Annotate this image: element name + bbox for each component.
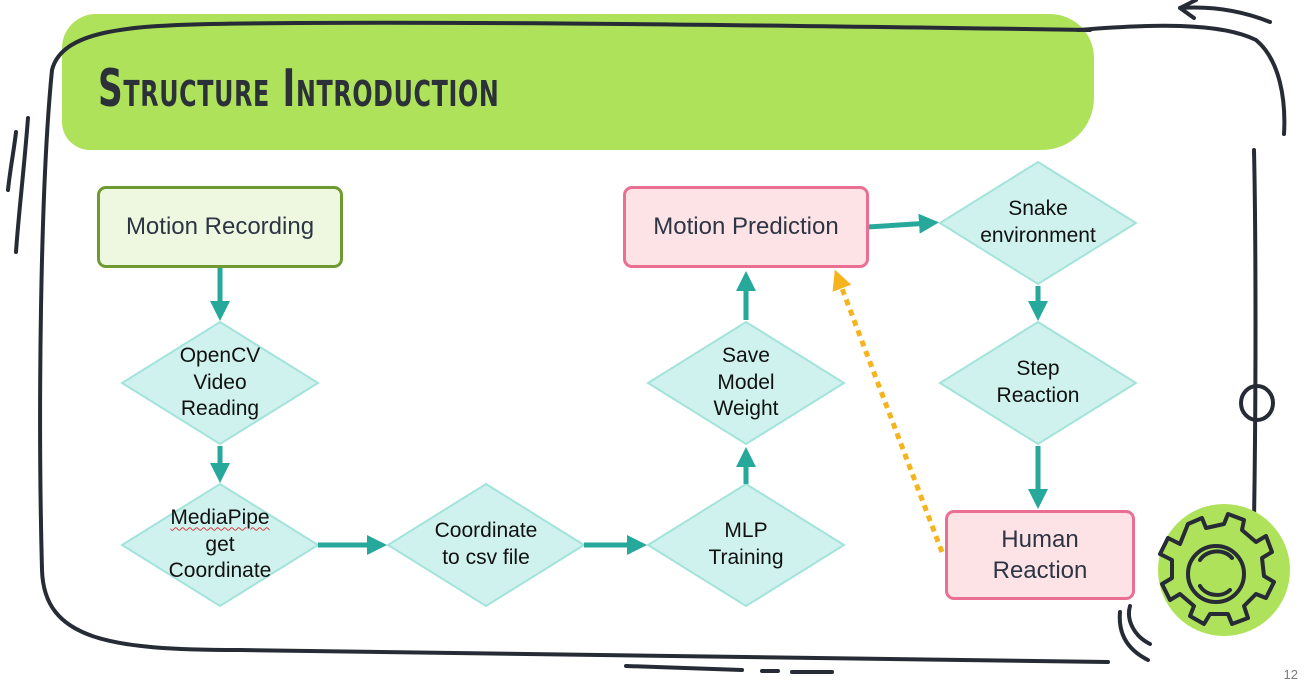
node-motion-prediction: Motion Prediction <box>623 186 869 268</box>
frame-outline <box>38 20 1110 664</box>
label-mlp-training: MLP Training <box>708 519 784 569</box>
label-mediapipe-rest: get Coordinate <box>168 532 272 583</box>
diamond-snake-env <box>938 160 1138 286</box>
frame-left-strokes <box>6 116 30 254</box>
label-coordinate-csv: Coordinate to csv file <box>434 519 538 569</box>
label-save-weight: Save Model Weight <box>713 343 779 421</box>
frame-bottom-dashes <box>624 664 834 674</box>
arrow-prediction-to-snake <box>867 213 939 234</box>
frame-loop <box>1239 384 1275 422</box>
node-human-reaction: Human Reaction <box>945 510 1135 600</box>
diamond-mediapipe <box>120 482 320 608</box>
label-mediapipe: MediaPipe get Coordinate <box>130 492 310 598</box>
frame-top-right <box>1076 23 1287 136</box>
label-opencv: OpenCV Video Reading <box>179 343 261 421</box>
node-motion-recording: Motion Recording <box>97 186 343 268</box>
title-banner <box>62 14 1094 150</box>
frame-corner-arrow <box>1178 0 1272 24</box>
frame-right <box>1252 148 1258 522</box>
diamond-mlp-training <box>646 482 846 608</box>
page-number: 12 <box>1283 667 1298 682</box>
diamond-opencv <box>120 320 320 446</box>
label-snake-env: Snake environment <box>980 197 1096 247</box>
slide-title: Structure Introduction <box>98 59 500 119</box>
gear-icon <box>1117 504 1290 662</box>
diamond-save-weight <box>646 320 846 446</box>
diamond-coordinate-csv <box>386 482 586 608</box>
feedback-arrow-human-to-prediction <box>832 269 945 553</box>
label-mediapipe-word: MediaPipe <box>170 505 270 529</box>
label-step-reaction: Step Reaction <box>996 357 1080 407</box>
diamond-step-reaction <box>938 320 1138 446</box>
